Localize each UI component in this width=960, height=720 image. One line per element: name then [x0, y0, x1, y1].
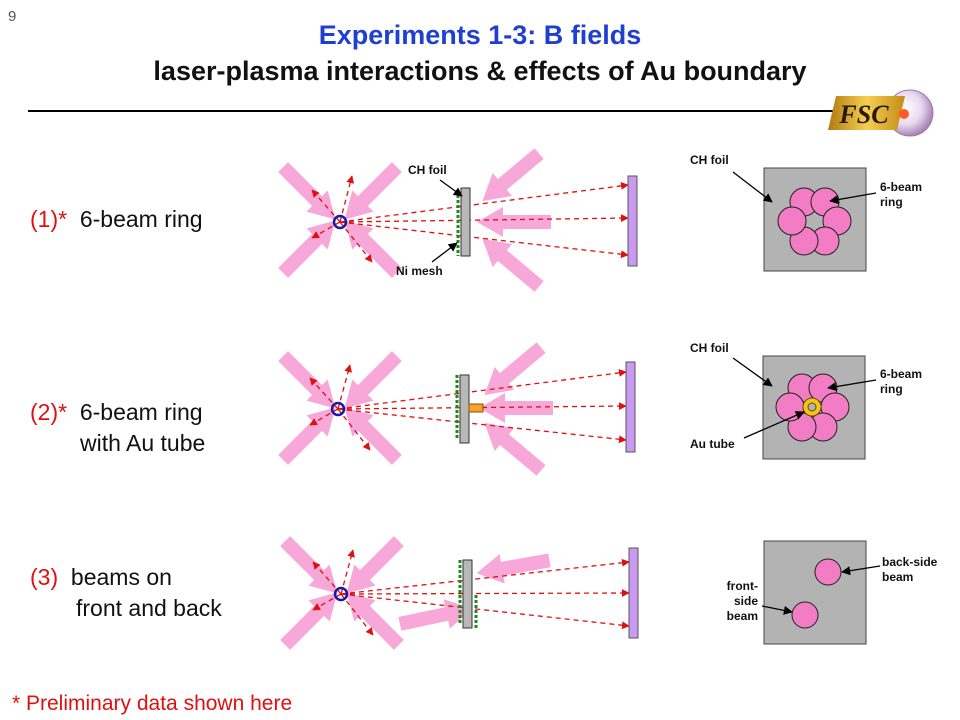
title-rule	[28, 110, 838, 112]
six-beam-ring-label-2-line-1: 6-beam	[880, 367, 923, 381]
detector-plate	[627, 175, 638, 267]
row-2-text: 6-beam ring	[79, 399, 203, 425]
footnote: * Preliminary data shown here	[12, 692, 293, 715]
beam-arrow	[477, 207, 551, 237]
beam-arrow	[472, 142, 549, 213]
row-3-setup	[274, 530, 639, 656]
beam-arrow	[473, 545, 553, 589]
row-3-text: beams on	[70, 564, 172, 590]
row-3-number: (3)	[30, 564, 59, 590]
proton-source-target	[330, 401, 346, 417]
ch-foil-label: CH foil	[408, 163, 447, 177]
back-side-beam-label-line-1: back-side	[882, 555, 938, 569]
detector-plate	[628, 547, 639, 639]
au-tube-shape	[468, 403, 484, 413]
row-2-number: (2)*	[30, 399, 68, 425]
front-side-beam-label: front- side beam	[710, 579, 758, 624]
beam-arrow	[474, 411, 551, 482]
fsc-logo-text: FSC	[838, 100, 889, 129]
front-side-beam-label-line-2: side	[733, 594, 758, 608]
front-side-spot	[791, 601, 819, 629]
six-beam-ring-label-1: 6-beam ring	[880, 180, 922, 210]
row-2-face-view	[732, 355, 877, 460]
beam-spot	[775, 392, 805, 422]
row-1-label: (1)* 6-beam ring	[30, 205, 203, 233]
row-1-number: (1)*	[30, 206, 68, 232]
front-side-beam-label-line-1: front-	[726, 579, 758, 593]
ch-foil-shape	[459, 374, 470, 444]
row-3-face-view	[761, 540, 881, 645]
row-1-face-view	[732, 167, 877, 272]
row-2-text-line-2: with Au tube	[80, 430, 206, 456]
back-side-beam-label-line-2: beam	[882, 570, 914, 584]
title-line-1: Experiments 1-3: B fields	[318, 20, 642, 50]
row-3-label: (3) beams on	[30, 563, 172, 591]
au-tube-label: Au tube	[690, 437, 735, 451]
fsc-logo: FSC	[828, 89, 934, 137]
six-beam-ring-label-1-line-2: ring	[880, 195, 903, 209]
beam-arrow	[479, 393, 553, 423]
six-beam-ring-label-2-line-2: ring	[880, 382, 903, 396]
title-line-2: laser-plasma interactions & effects of A…	[153, 56, 807, 86]
six-beam-ring-label-2: 6-beam ring	[880, 367, 922, 397]
proton-source-target	[332, 214, 348, 230]
front-side-beam-label-line-3: beam	[726, 609, 758, 623]
proton-source-target	[333, 586, 349, 602]
ch-foil-face-label-2: CH foil	[690, 341, 729, 355]
row-2-setup	[272, 336, 636, 482]
beam-arrow	[474, 336, 551, 407]
beam-arrow	[272, 396, 347, 471]
row-2-label: (2)* 6-beam ring	[30, 398, 203, 426]
ni-mesh-label: Ni mesh	[396, 264, 443, 278]
row-1-text: 6-beam ring	[79, 206, 203, 232]
slide-number: 9	[8, 8, 17, 25]
detector-plate	[625, 361, 636, 453]
row-1-setup	[272, 142, 638, 298]
six-beam-ring-label-1-line-1: 6-beam	[880, 180, 923, 194]
back-side-spot	[814, 558, 842, 586]
ch-foil-shape	[460, 187, 471, 257]
row-3-text-line-2: front and back	[76, 595, 222, 621]
beam-arrow	[274, 581, 349, 656]
ch-foil-face-label-1: CH foil	[690, 153, 729, 167]
beam-spot	[777, 206, 807, 236]
back-side-beam-label: back-side beam	[882, 555, 937, 585]
ch-foil-shape	[462, 559, 473, 629]
